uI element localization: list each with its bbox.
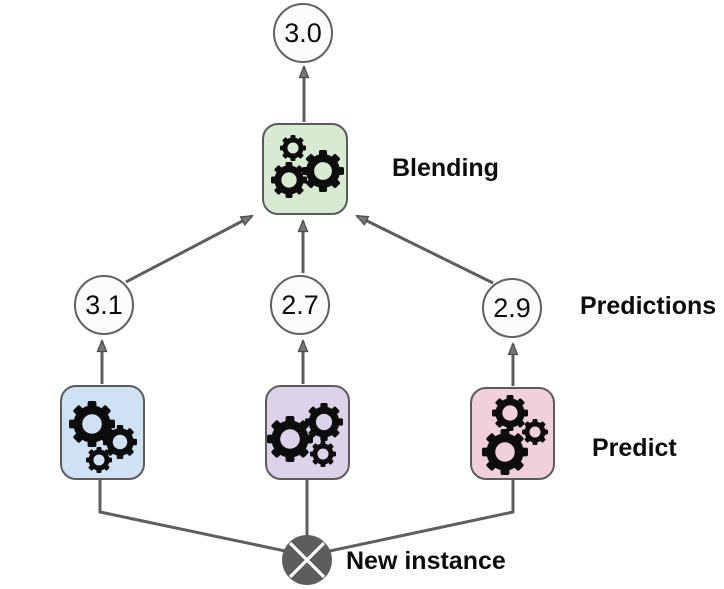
- gear-icon: [271, 162, 307, 198]
- predict-label: Predict: [592, 434, 677, 462]
- final-prediction-value: 3.0: [284, 17, 322, 48]
- arrow-prediction3-to-blender: [357, 214, 494, 285]
- gears-icon: [69, 401, 137, 473]
- prediction-value-1: 3.1: [85, 289, 123, 320]
- prediction-node-2: 2.7: [270, 275, 330, 335]
- gear-icon: [280, 135, 306, 161]
- prediction-node-3: 2.9: [482, 278, 542, 338]
- gear-icon: [310, 441, 336, 467]
- predictions-label: Predictions: [580, 292, 717, 320]
- gear-icon: [305, 403, 343, 441]
- prediction-node-1: 3.1: [74, 275, 134, 335]
- line-instance-to-predictor1: [98, 480, 291, 554]
- gears-icon: [482, 395, 548, 475]
- predictor-box-1: [60, 385, 145, 480]
- line-instance-to-predictor3: [324, 480, 515, 554]
- prediction-value-2: 2.7: [281, 289, 319, 320]
- gear-icon: [492, 395, 528, 431]
- gears-icon: [271, 135, 344, 198]
- predictor-box-3: [470, 387, 555, 480]
- arrow-prediction1-to-blender: [125, 214, 252, 284]
- blender-box: [262, 123, 348, 215]
- blending-label: Blending: [392, 154, 499, 182]
- final-prediction-node: 3.0: [273, 3, 333, 63]
- prediction-value-3: 2.9: [493, 292, 531, 323]
- gears-icon: [267, 403, 343, 467]
- predictor-box-2: [265, 385, 350, 480]
- gear-icon: [482, 429, 528, 475]
- gear-icon: [302, 150, 344, 192]
- gear-icon: [86, 447, 112, 473]
- crossed-circle-icon: [282, 535, 332, 585]
- new-instance-label: New instance: [346, 547, 506, 575]
- gear-icon: [522, 419, 548, 445]
